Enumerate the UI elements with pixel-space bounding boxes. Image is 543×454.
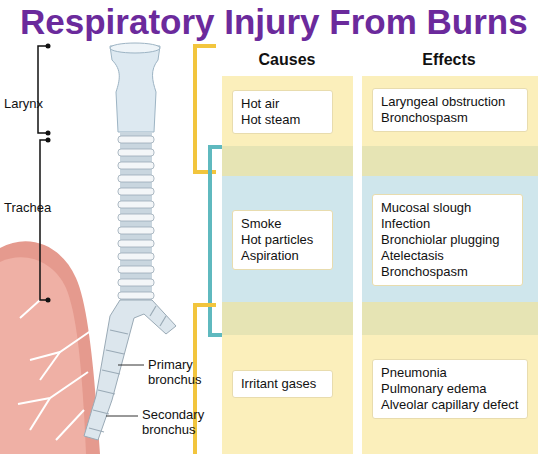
box-text: Aspiration (241, 248, 324, 264)
cause-effect-box: SmokeHot particlesAspiration (232, 210, 333, 270)
cause-effect-box: Mucosal sloughInfectionBronchiolar plugg… (372, 194, 523, 286)
larynx-bracket (38, 46, 48, 133)
diagram-title: Respiratory Injury From Burns (20, 2, 528, 42)
box-text: Smoke (241, 216, 324, 232)
cause-effect-box: Irritant gases (232, 370, 333, 398)
box-text: Bronchiolar plugging (381, 232, 514, 248)
causes-band (222, 76, 353, 454)
leader-line (118, 365, 144, 366)
column-header: Causes (247, 52, 327, 67)
cause-effect-box: PneumoniaPulmonary edemaAlveolar capilla… (372, 359, 528, 419)
part-label: Larynx (4, 96, 64, 111)
column-header: Effects (409, 52, 489, 67)
leader-line (106, 416, 138, 417)
lung (0, 241, 100, 454)
bracket-dot (46, 131, 51, 136)
part-label: Secondary bronchus (142, 407, 217, 437)
box-text: Hot air (241, 96, 324, 112)
band-row (222, 302, 353, 335)
box-text: Hot particles (241, 232, 324, 248)
box-text: Pneumonia (381, 365, 519, 381)
band-row (362, 176, 538, 302)
box-text: Pulmonary edema (381, 381, 519, 397)
box-text: Hot steam (241, 112, 324, 128)
box-text: Mucosal slough (381, 200, 514, 216)
larynx-shape (110, 46, 160, 132)
effects-band (362, 76, 538, 454)
part-label: Primary bronchus (148, 357, 203, 387)
trachea-bracket (40, 140, 48, 300)
box-text: Laryngeal obstruction (381, 94, 519, 110)
cause-effect-box: Laryngeal obstructionBronchospasm (372, 88, 528, 132)
box-text: Infection (381, 216, 514, 232)
band-row (222, 176, 353, 302)
bracket-dot (46, 138, 51, 143)
bracket-dot (46, 44, 51, 49)
bracket-dot (46, 298, 51, 303)
box-text: Irritant gases (241, 376, 324, 392)
larynx-top (110, 43, 160, 53)
band-row (362, 302, 538, 335)
box-text: Bronchospasm (381, 110, 519, 126)
bronchial-tree (18, 300, 92, 440)
box-text: Atelectasis (381, 248, 514, 264)
upper-airway-bracket (195, 46, 216, 172)
box-text: Bronchospasm (381, 264, 514, 280)
band-row (222, 146, 353, 176)
band-row (362, 146, 538, 176)
cause-effect-box: Hot airHot steam (232, 90, 333, 134)
part-label: Trachea (4, 200, 64, 215)
box-text: Alveolar capillary defect (381, 397, 519, 413)
trachea-rings (118, 136, 154, 299)
